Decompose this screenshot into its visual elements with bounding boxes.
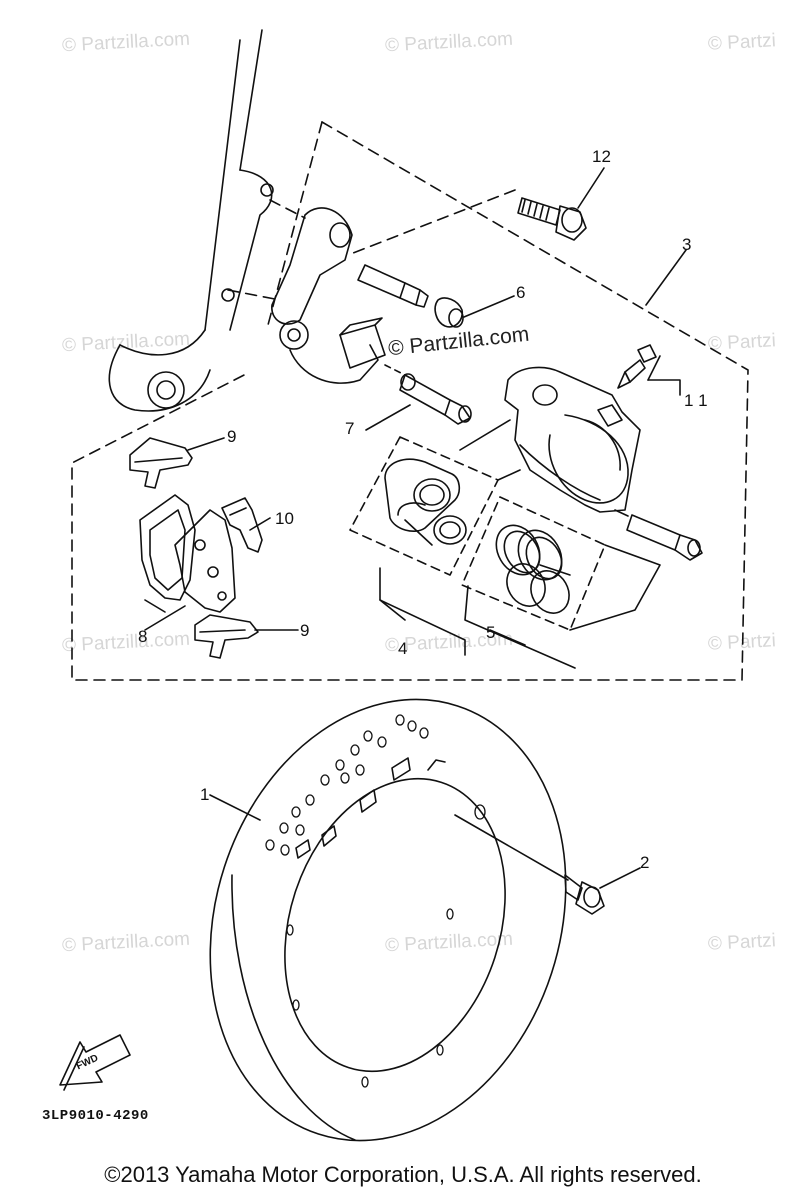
callout-1: 1 (200, 785, 210, 804)
piston-seals (495, 524, 571, 614)
disc-bolt (564, 874, 605, 915)
brake-pads (139, 494, 236, 613)
fork-tube (108, 29, 274, 412)
slide-pin-upper (357, 264, 429, 308)
callout-10: 10 (275, 509, 294, 528)
copyright-notice: ©2013 Yamaha Motor Corporation, U.S.A. A… (104, 1162, 702, 1187)
pad-shim-lower (194, 614, 259, 659)
assembly-boundary (71, 121, 749, 681)
callout-9-lower: 9 (300, 621, 310, 640)
callout-8: 8 (138, 627, 148, 646)
callout-4: 4 (398, 639, 408, 658)
callout-12: 12 (592, 147, 611, 166)
brake-disc (209, 698, 567, 1142)
slide-pin-bolt (399, 373, 472, 425)
fwd-arrow (59, 1034, 131, 1091)
pistons (384, 458, 467, 546)
pad-spring (221, 497, 263, 553)
callout-3: 3 (682, 235, 692, 254)
callout-6: 6 (516, 283, 526, 302)
bolt-12 (517, 197, 587, 241)
caliper-body (504, 366, 703, 561)
callout-9-upper: 9 (227, 427, 237, 446)
callout-11: 1 1 (684, 391, 708, 410)
piston-group (349, 436, 499, 576)
callout-7: 7 (345, 419, 355, 438)
boot (434, 297, 464, 328)
diagram-code: 3LP9010-4290 (42, 1108, 149, 1124)
caliper-bracket (271, 207, 386, 384)
seal-group (461, 496, 606, 631)
bleed-screw (617, 344, 657, 389)
callout-5: 5 (486, 623, 496, 642)
callout-2: 2 (640, 853, 650, 872)
pad-shim-upper (129, 437, 193, 489)
